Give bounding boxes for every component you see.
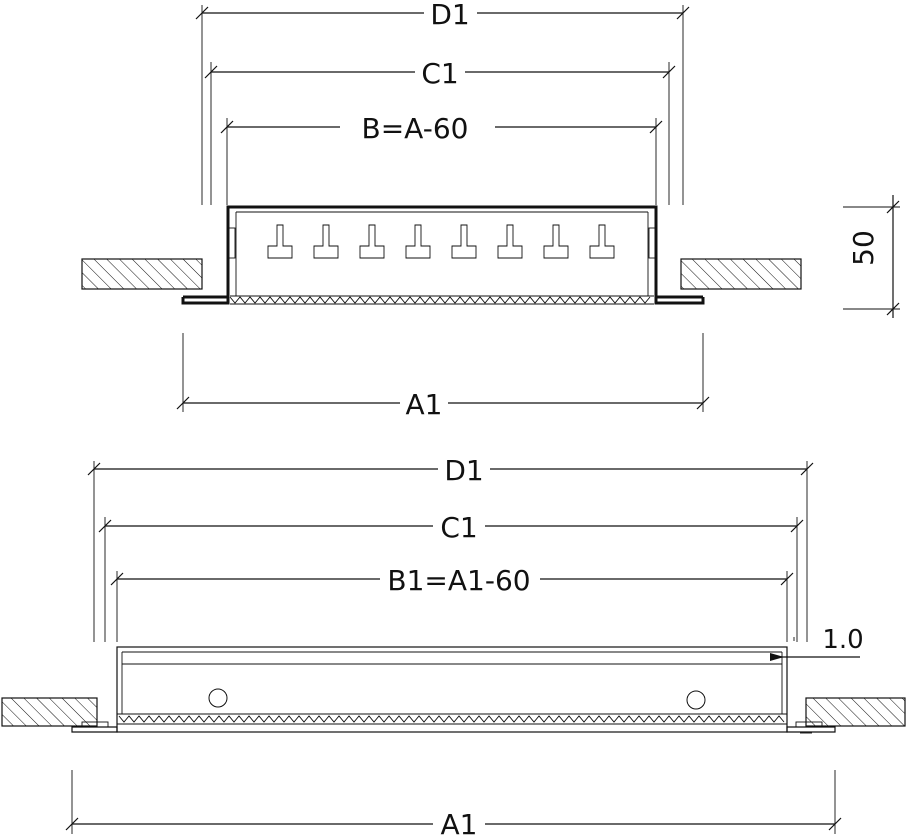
side-slot-left <box>226 227 236 259</box>
grille-frame-top <box>181 205 705 305</box>
dimension-thickness: 1.0 <box>770 625 864 661</box>
t-slot-1 <box>267 224 293 259</box>
t-slot-4 <box>405 224 431 259</box>
label-b-top: B=A-60 <box>362 112 469 145</box>
wall-left-bottom <box>1 697 98 727</box>
wall-right-top <box>680 258 802 290</box>
label-c1-bottom: C1 <box>440 511 477 544</box>
bottom-view: D1 C1 B1=A1-60 1.0 <box>1 454 906 835</box>
dimension-height: 50 <box>843 195 900 318</box>
t-slot-8 <box>589 224 615 259</box>
t-slot-6 <box>497 224 523 259</box>
dimension-a1-top: A1 <box>176 333 710 421</box>
wall-right-bottom <box>805 697 906 727</box>
dimension-a1-bottom: A1 <box>65 770 842 835</box>
t-slot-3 <box>359 224 385 259</box>
label-d1-bottom: D1 <box>444 454 483 487</box>
t-slot-7 <box>543 224 569 259</box>
t-slot-5 <box>451 224 477 259</box>
t-slot-2 <box>313 224 339 259</box>
label-thickness: 1.0 <box>822 625 863 655</box>
label-a1-top: A1 <box>406 388 443 421</box>
side-slot-right <box>648 227 658 259</box>
dimension-d1-bottom: D1 <box>87 454 814 642</box>
t-slot-group <box>267 224 615 259</box>
label-d1-top: D1 <box>430 0 469 31</box>
grille-body-bottom <box>71 646 836 734</box>
dimension-b1-bottom: B1=A1-60 <box>110 564 794 642</box>
wall-left-top <box>81 258 203 290</box>
label-b1-bottom: B1=A1-60 <box>387 564 530 597</box>
label-a1-bottom: A1 <box>441 808 478 835</box>
label-height: 50 <box>847 230 880 266</box>
top-view: D1 C1 B=A-60 <box>81 0 900 421</box>
dimension-d1-top: D1 <box>195 0 690 205</box>
label-c1-top: C1 <box>421 57 458 90</box>
dimension-b-top: B=A-60 <box>220 112 663 205</box>
dimension-c1-bottom: C1 <box>98 511 804 642</box>
dimension-c1-top: C1 <box>204 57 676 205</box>
knock-hole-left <box>208 688 228 708</box>
knock-hole-right <box>686 690 706 710</box>
